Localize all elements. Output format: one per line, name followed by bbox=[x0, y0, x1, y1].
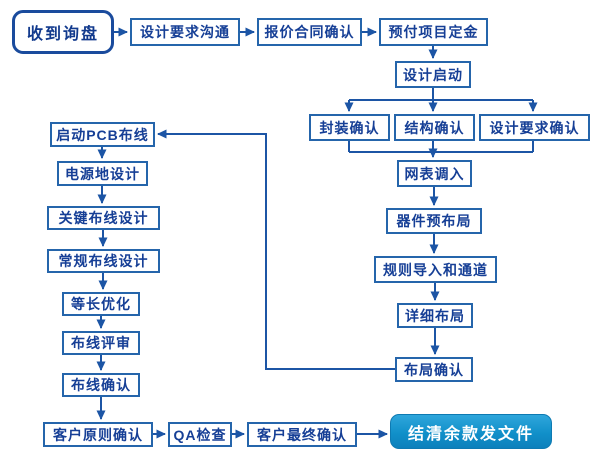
node-routing-confirm: 布线确认 bbox=[62, 373, 140, 397]
node-regular-routing-design: 常规布线设计 bbox=[47, 249, 160, 273]
node-layout-confirm: 布局确认 bbox=[395, 357, 473, 382]
node-design-start: 设计启动 bbox=[395, 61, 471, 88]
node-quote-contract-confirm: 报价合同确认 bbox=[257, 18, 362, 46]
node-prepay-deposit: 预付项目定金 bbox=[379, 18, 488, 46]
node-design-req-comm: 设计要求沟通 bbox=[130, 18, 240, 46]
node-package-confirm: 封装确认 bbox=[309, 114, 390, 141]
node-power-ground-design: 电源地设计 bbox=[57, 161, 148, 186]
node-routing-review: 布线评审 bbox=[62, 331, 140, 355]
node-detailed-layout: 详细布局 bbox=[397, 303, 473, 328]
node-settle-balance-send-files: 结清余款发文件 bbox=[390, 414, 552, 449]
node-customer-principle-confirm: 客户原则确认 bbox=[43, 422, 153, 447]
node-design-req-confirm: 设计要求确认 bbox=[479, 114, 590, 141]
node-netlist-import: 网表调入 bbox=[397, 160, 472, 187]
node-qa-check: QA检查 bbox=[168, 422, 232, 447]
node-rules-import-channels: 规则导入和通道 bbox=[374, 256, 497, 283]
node-customer-final-confirm: 客户最终确认 bbox=[247, 422, 357, 447]
node-start-pcb-routing: 启动PCB布线 bbox=[50, 122, 155, 147]
node-receive-inquiry: 收到询盘 bbox=[12, 10, 114, 54]
node-component-prelayout: 器件预布局 bbox=[386, 208, 482, 234]
node-critical-routing-design: 关键布线设计 bbox=[47, 206, 160, 230]
arrow-layoutconfirm-to-pcbrouting-feedback bbox=[157, 129, 395, 370]
node-equal-length-opt: 等长优化 bbox=[62, 292, 140, 316]
node-structure-confirm: 结构确认 bbox=[394, 114, 475, 141]
